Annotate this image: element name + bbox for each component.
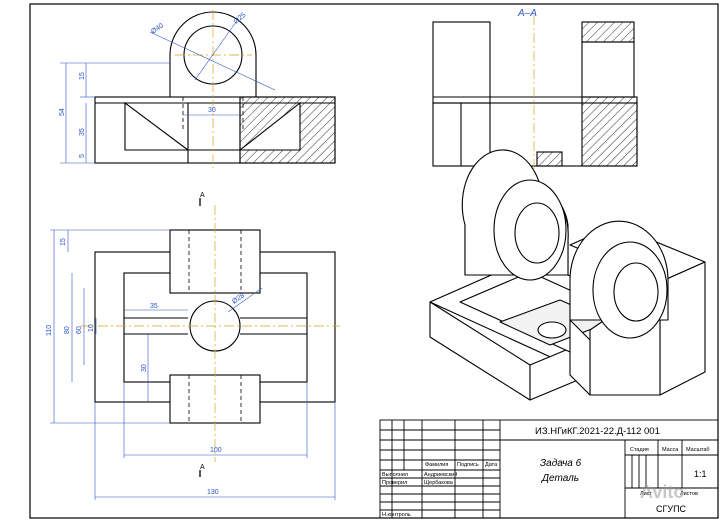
tb-header-mass: Масса (662, 447, 679, 453)
tb-task: Задача 6 (540, 458, 582, 469)
tb-header-sheet: Лист (640, 491, 652, 497)
dim-front-h15: 15 (79, 72, 86, 80)
dim-front-dia-inner: Ø25 (233, 12, 248, 26)
dim-front-h35: 35 (79, 128, 86, 136)
section-label: A–A (517, 8, 537, 19)
tb-header-surname: Фамилия (425, 462, 448, 468)
front-dims (60, 21, 276, 164)
dim-top-len35: 35 (150, 303, 158, 310)
title-block (379, 419, 719, 519)
dim-top-h80: 80 (64, 326, 71, 334)
section-hatch-main (581, 96, 638, 167)
tb-row-role-1: Проверил (382, 480, 407, 486)
tb-row-role-2: Н.контроль (382, 512, 411, 518)
top-dims (50, 229, 336, 500)
tb-header-scale: Масштаб (686, 447, 710, 453)
dim-top-w100: 100 (210, 447, 222, 454)
dim-top-h15: 15 (60, 238, 67, 246)
cut-mark-bottom: A (200, 464, 205, 471)
dim-front-h54: 54 (59, 108, 66, 116)
tb-header-signature: Подпись (457, 462, 479, 468)
section-hatch-top (581, 21, 635, 43)
tb-part: Деталь (541, 473, 579, 484)
sheet-frame (29, 3, 719, 519)
dim-top-dia-hole: Ø28 (231, 292, 246, 305)
tb-scale: 1:1 (694, 469, 707, 479)
top-axes (80, 205, 340, 462)
dim-top-h110: 110 (46, 325, 53, 336)
front-axes (175, 10, 252, 168)
avito-watermark: Avito (640, 482, 684, 502)
tb-row-role-0: Выполнил (382, 472, 408, 478)
dim-front-dia-outer: Ø40 (150, 22, 165, 35)
dim-front-slot-width: 30 (208, 107, 216, 114)
isometric-view (429, 149, 706, 401)
section-view (432, 21, 638, 167)
tb-designation: ИЗ.НГиКГ.2021-22.Д-112 001 (535, 426, 660, 437)
tb-row-name-1: Щербакова (424, 480, 454, 486)
tb-header-sheets: Листов (680, 491, 698, 497)
tb-header-stage: Стадия (630, 447, 649, 453)
dim-front-h5: 5 (79, 154, 86, 158)
tb-header-date: Дата (485, 462, 498, 468)
tb-row-name-0: Андриевский (424, 471, 457, 478)
tb-org: СГУПС (656, 504, 687, 514)
dim-top-h30: 30 (141, 364, 148, 372)
cut-mark-top: A (200, 192, 205, 199)
front-view (94, 11, 336, 164)
dim-top-w130: 130 (207, 489, 219, 496)
dim-top-h10: 10 (88, 324, 95, 332)
dim-top-h60: 60 (76, 326, 83, 334)
